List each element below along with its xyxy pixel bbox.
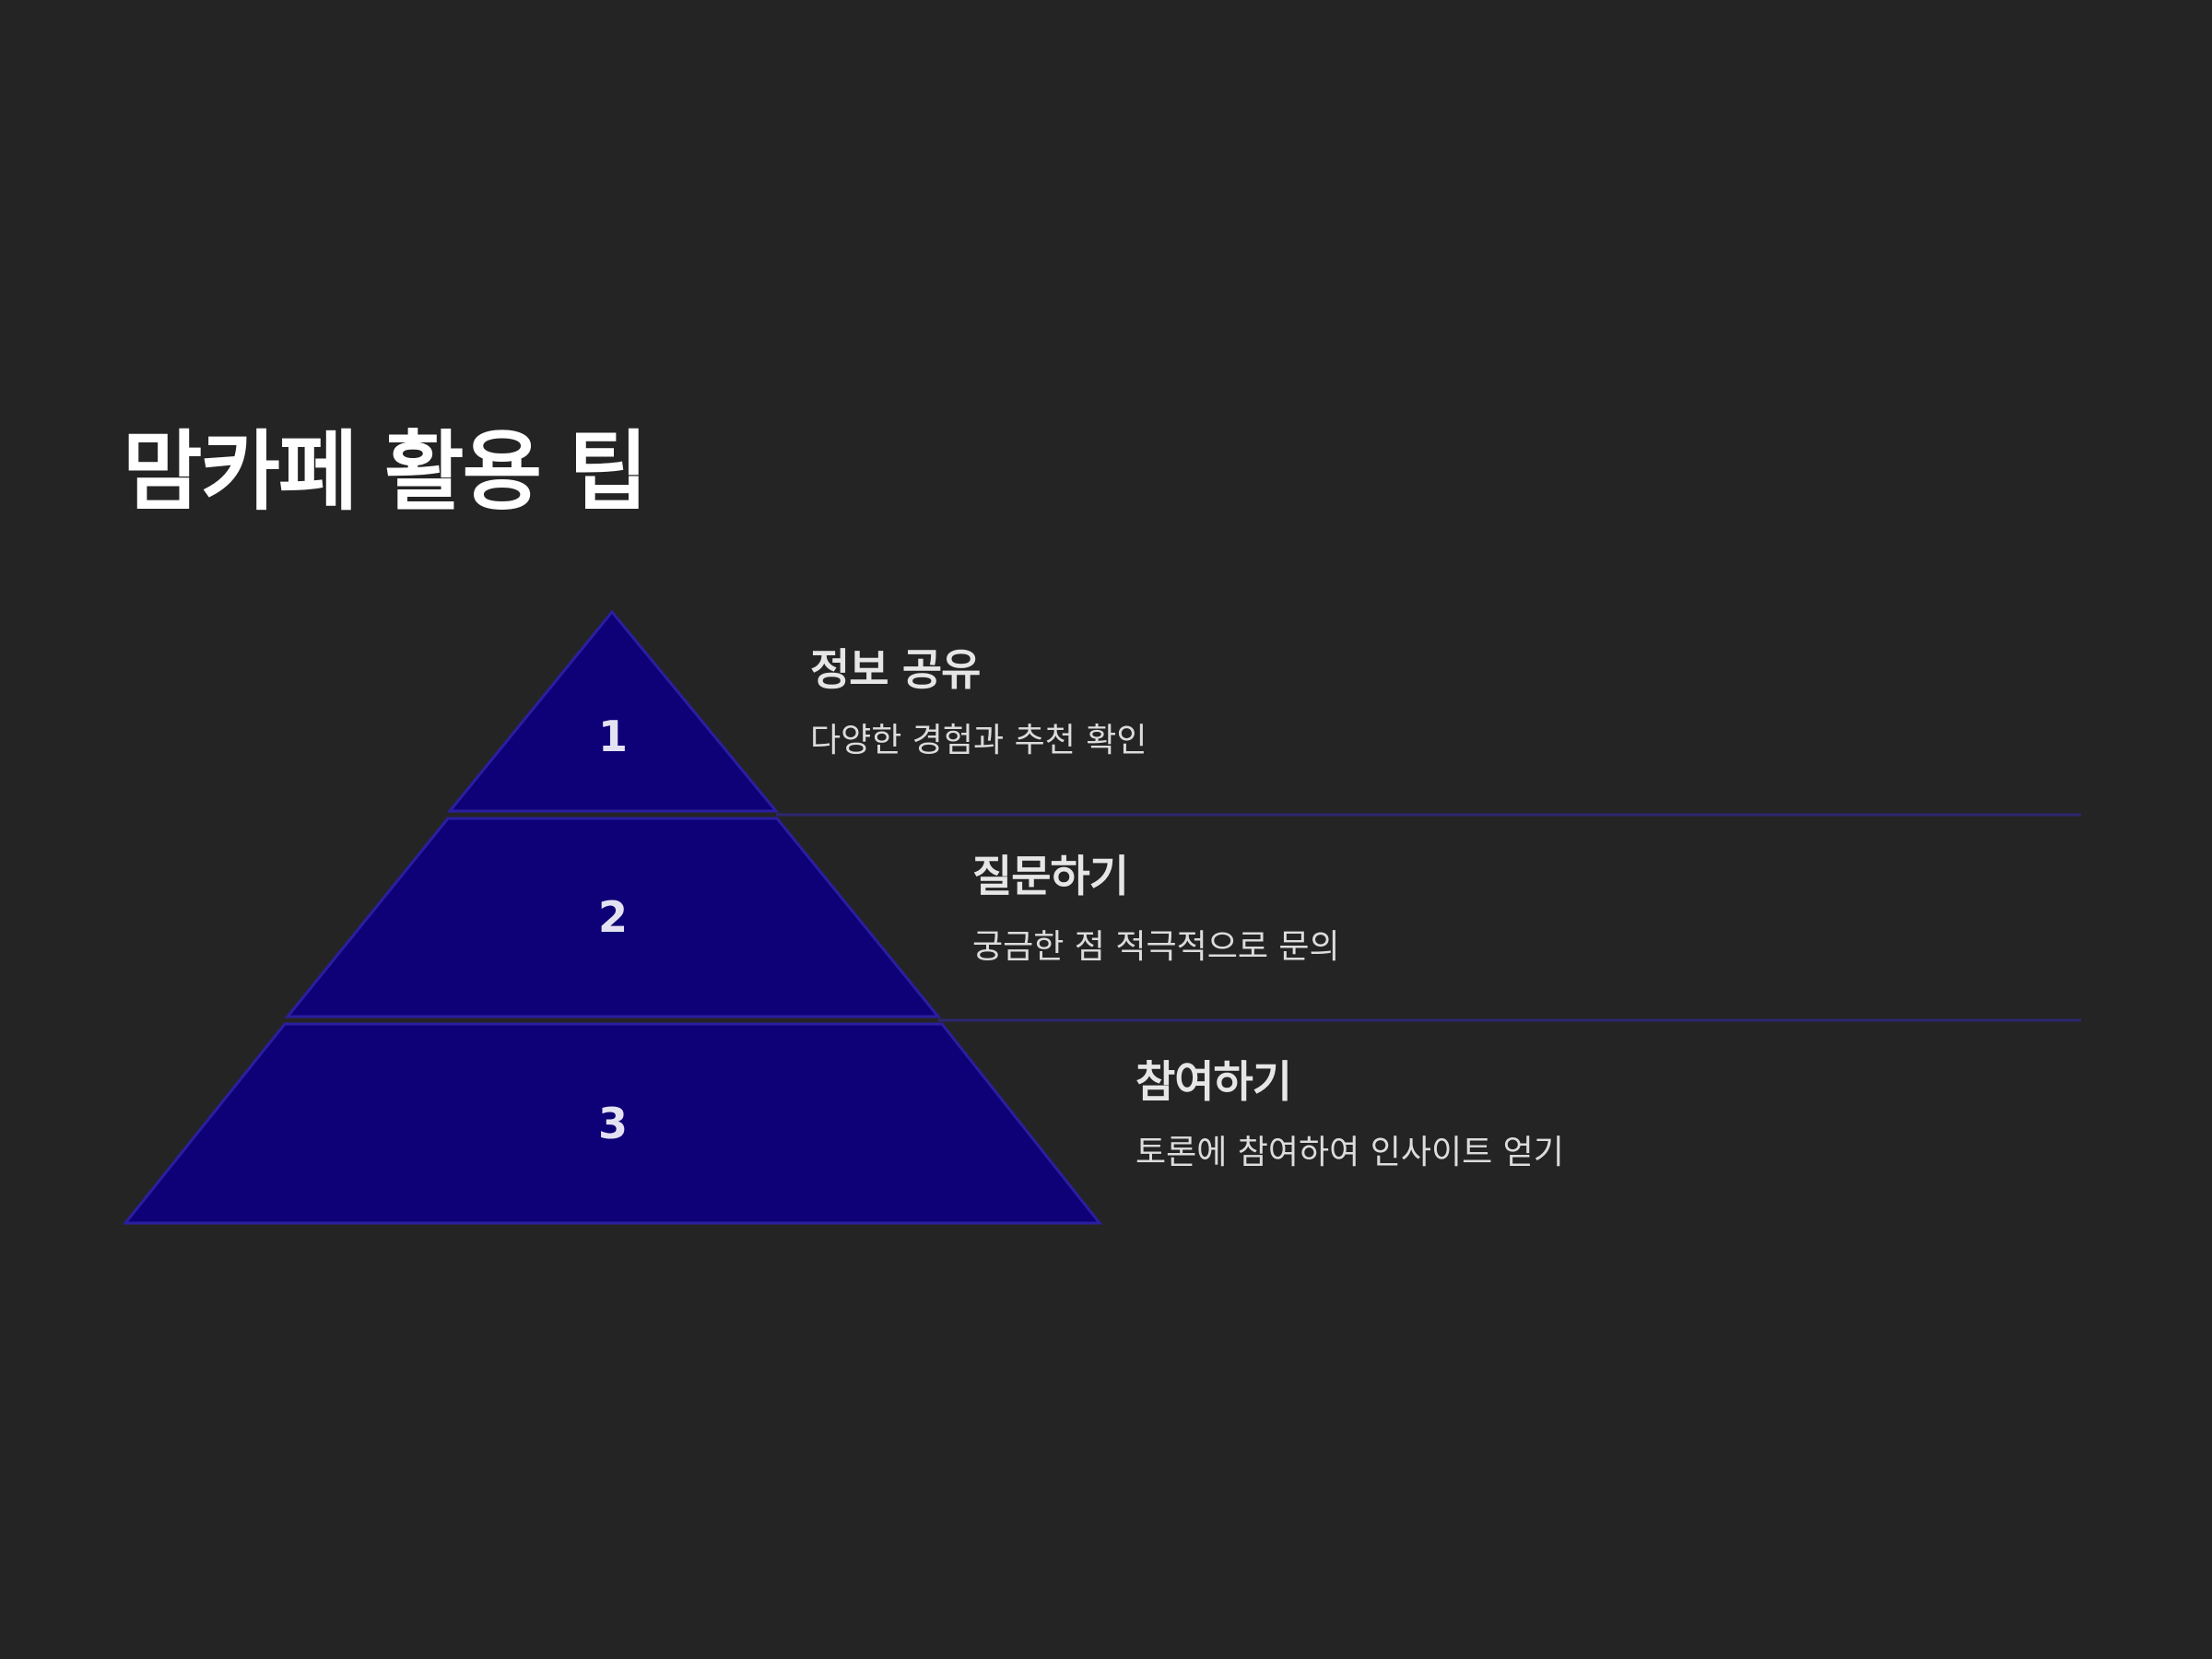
tier-description-1: 다양한 경험과 추천 확인 — [810, 722, 1147, 759]
page-title: 맘카페 활용 팁 — [123, 422, 648, 523]
pyramid-tier-2 — [284, 817, 942, 1018]
tier-text-2: 질문하기 궁금한 점 적극적으로 문의 — [972, 855, 1340, 964]
tier-text-3: 참여하기 토론에 참여하여 인사이트 얻기 — [1135, 1061, 1564, 1170]
tier-description-3: 토론에 참여하여 인사이트 얻기 — [1135, 1134, 1564, 1171]
tier-number-2: 2 — [598, 892, 628, 942]
pyramid-tier-3 — [122, 1022, 1103, 1225]
tier-heading-2: 질문하기 — [972, 852, 1129, 902]
tier-heading-3: 참여하기 — [1135, 1057, 1292, 1108]
tier-text-1: 정보 공유 다양한 경험과 추천 확인 — [810, 649, 1147, 758]
tier-number-3: 3 — [598, 1099, 628, 1148]
pyramid-tier-1 — [446, 609, 780, 813]
tier-description-2: 궁금한 점 적극적으로 문의 — [972, 928, 1340, 966]
tier-number-1: 1 — [598, 712, 628, 761]
tier-heading-1: 정보 공유 — [810, 645, 981, 696]
